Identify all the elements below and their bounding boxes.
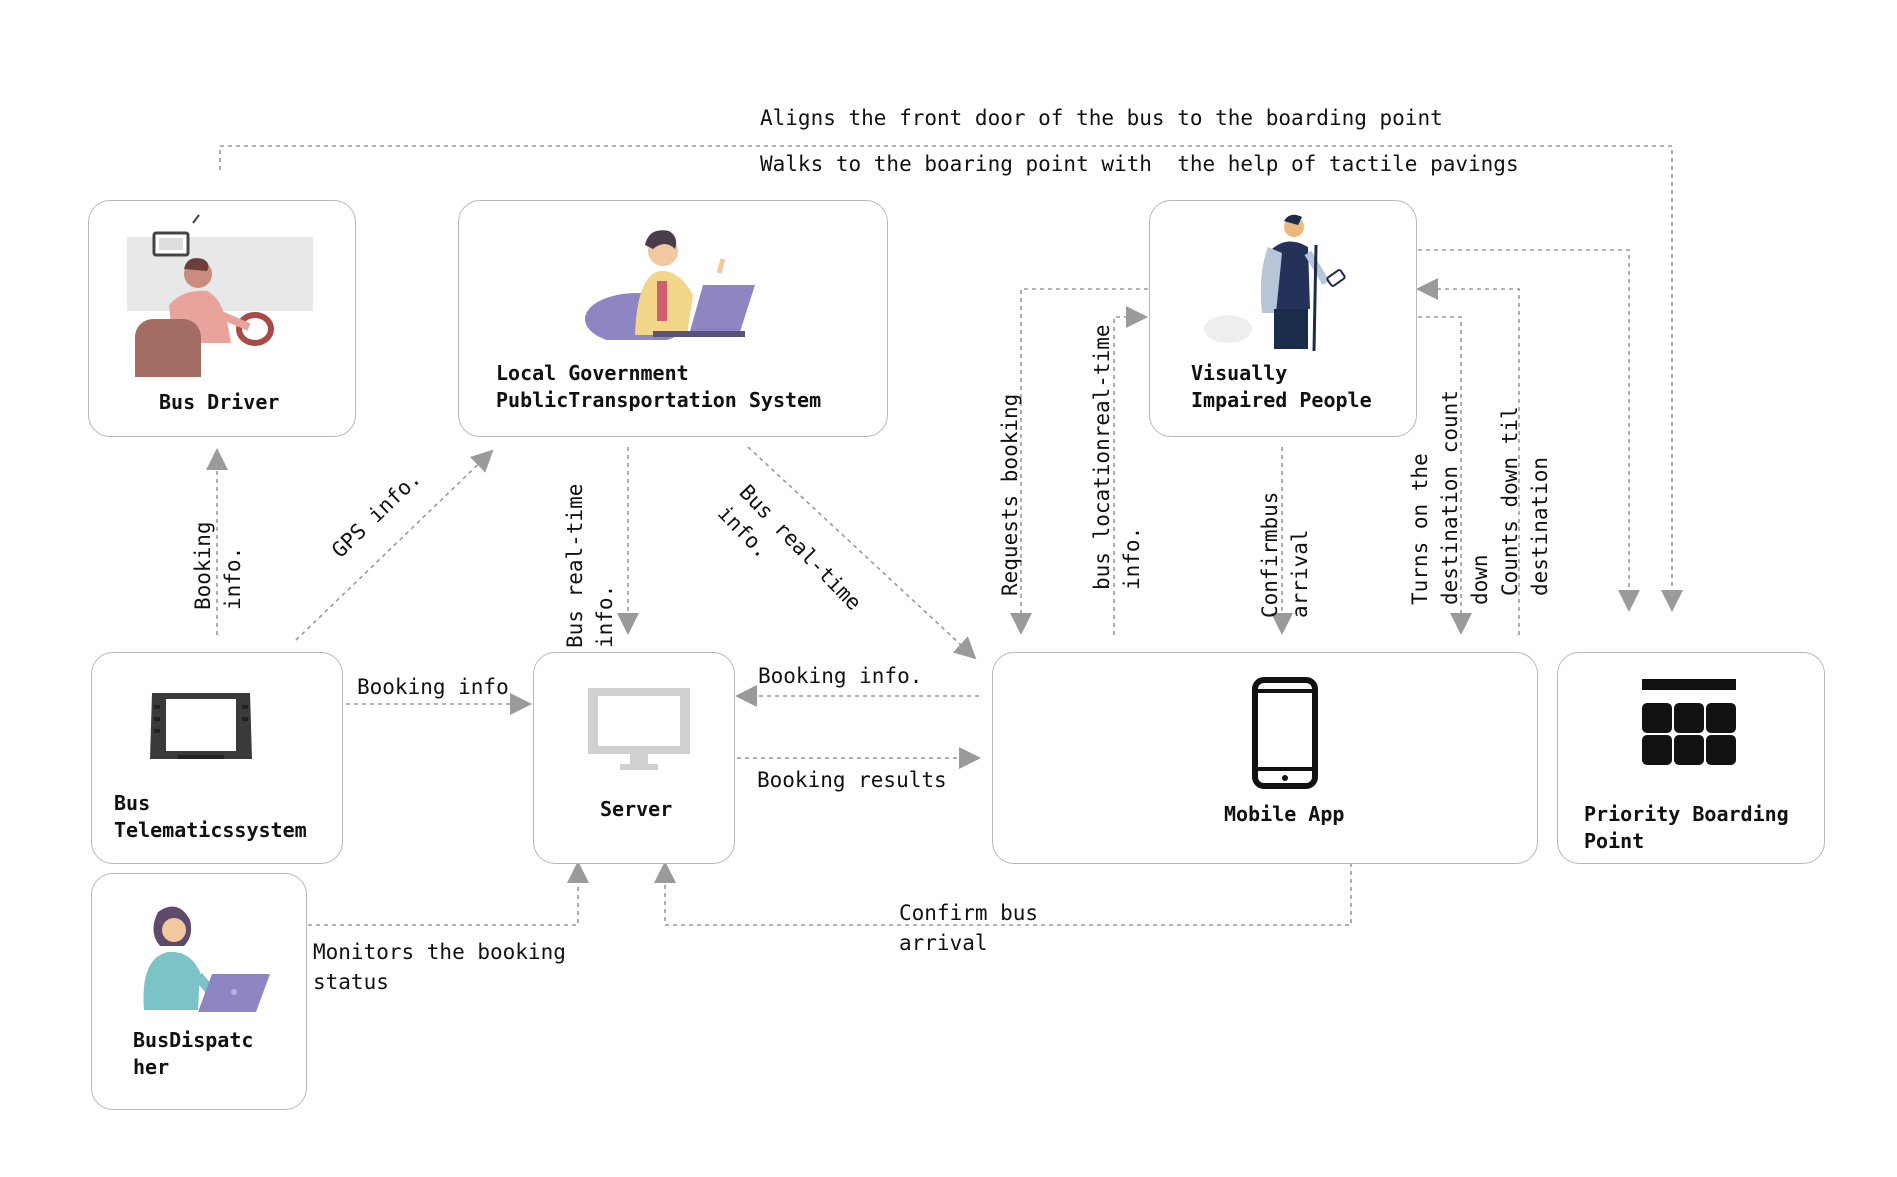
edge-gps-info bbox=[295, 449, 494, 641]
node-label: Bus Telematicssystem bbox=[114, 791, 307, 842]
edge-label-bus-realtime-down: Bus real-time info. bbox=[563, 483, 617, 648]
edge-label-booking-info-horiz: Booking info bbox=[357, 675, 509, 699]
node-label: Priority Boarding Point bbox=[1584, 802, 1789, 853]
node-label: Bus Driver bbox=[159, 390, 280, 414]
edge-aligns-front-door bbox=[219, 145, 1683, 612]
node-label: Mobile App bbox=[1224, 802, 1345, 826]
edge-label-bus-location: bus locationreal-time info. bbox=[1090, 324, 1144, 590]
edge-label-confirm-bus-arrival: Confirm bus arrival bbox=[899, 901, 1039, 955]
telematics-screen-icon bbox=[150, 693, 252, 759]
edge-label-confirm-bus-vert: Confirmbus arrival bbox=[1258, 491, 1312, 618]
edge-label-monitors-booking: Monitors the booking status bbox=[313, 940, 566, 994]
node-server[interactable]: Server bbox=[533, 652, 735, 864]
node-mobile-app[interactable]: Mobile App bbox=[992, 652, 1538, 864]
node-bus-dispatcher[interactable]: BusDispatc her bbox=[91, 873, 307, 1110]
edge-label-booking-info-app: Booking info. bbox=[758, 664, 923, 688]
edge-confirm-arrival bbox=[654, 861, 1352, 926]
boarding-grid-icon bbox=[1642, 679, 1736, 765]
visually-impaired-person-illustration bbox=[1204, 214, 1346, 351]
edge-realtime-diag bbox=[747, 446, 977, 660]
edge-label-counts-down: Counts down til destination bbox=[1498, 406, 1552, 596]
edge-label-booking-results: Booking results bbox=[757, 768, 947, 792]
node-bus-telematics[interactable]: Bus Telematicssystem bbox=[91, 652, 343, 864]
node-label: Visually Impaired People bbox=[1191, 361, 1372, 412]
node-label: Local Government PublicTransportation Sy… bbox=[496, 361, 822, 412]
node-bus-driver[interactable]: Bus Driver bbox=[88, 200, 356, 437]
official-at-laptop-illustration bbox=[585, 230, 755, 340]
smartphone-icon bbox=[1252, 677, 1318, 789]
edge-label-aligns-front-door: Aligns the front door of the bus to the … bbox=[760, 106, 1443, 130]
edge-walks-to-point bbox=[1418, 249, 1640, 612]
node-visually-impaired[interactable]: Visually Impaired People bbox=[1149, 200, 1417, 437]
edge-label-requests-booking: Requests booking bbox=[998, 393, 1022, 596]
bus-driver-illustration bbox=[127, 214, 313, 377]
node-priority-boarding[interactable]: Priority Boarding Point bbox=[1557, 652, 1825, 864]
edge-bus-location bbox=[1113, 306, 1148, 635]
node-local-government[interactable]: Local Government PublicTransportation Sy… bbox=[458, 200, 888, 437]
edge-counts-down bbox=[1416, 278, 1520, 635]
edge-requests-booking bbox=[1010, 288, 1148, 635]
node-label: BusDispatc her bbox=[133, 1028, 254, 1079]
server-monitor-icon bbox=[588, 688, 690, 770]
edge-label-walks-to-point: Walks to the boaring point with the help… bbox=[760, 152, 1519, 176]
edge-monitors bbox=[308, 861, 589, 926]
dispatcher-at-laptop-illustration bbox=[143, 906, 270, 1012]
edge-label-booking-info-up: Booking info. bbox=[191, 521, 245, 610]
node-label: Server bbox=[600, 797, 673, 821]
edge-turns-on bbox=[1418, 316, 1472, 635]
edge-label-turns-on-destination: Turns on the destination count down bbox=[1408, 390, 1492, 605]
